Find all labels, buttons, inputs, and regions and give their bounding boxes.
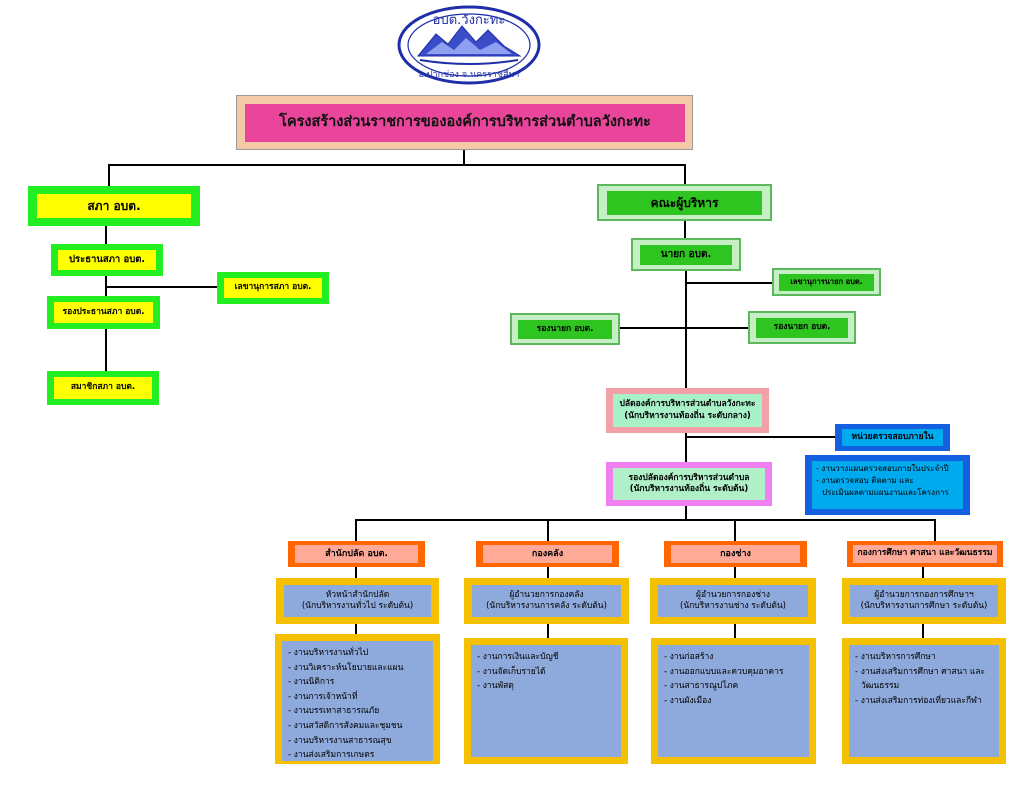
task-list: - งานก่อสร้าง - งานออกแบบและควบคุมอาคาร … — [658, 645, 809, 757]
task-item: - งานบรรเทาสาธารณภัย — [288, 706, 380, 717]
council-member: สมาชิกสภา อบต. — [54, 377, 152, 399]
council-vice-chair: รองประธานสภา อบต. — [54, 302, 153, 323]
division-head-rank: (นักบริหารงานการศึกษา ระดับต้น) — [860, 601, 988, 611]
page-title: โครงสร้างส่วนราชการขององค์การบริหารส่วนต… — [245, 104, 685, 142]
task-item: - งานก่อสร้าง — [664, 652, 714, 662]
task-item: - งานจัดเก็บรายได้ — [477, 666, 546, 677]
task-item: - งานบริหารงานสาธารณสุข — [288, 735, 392, 746]
division-name: กองช่าง — [671, 545, 800, 563]
division-name: กองคลัง — [483, 545, 612, 563]
task-item: - งานผังเมือง — [664, 695, 712, 706]
division-head: หัวหน้าสำนักปลัด (นักบริหารงานทั่วไป ระด… — [284, 585, 431, 617]
clerk-title: ปลัดองค์การบริหารส่วนตำบลวังกะทะ — [619, 399, 756, 410]
council-secretary: เลขานุการสภา อบต. — [224, 278, 322, 298]
task-list: - งานบริหารการศึกษา - งานส่งเสริมการศึกษ… — [849, 645, 999, 757]
division-head-title: ผู้อำนวยการกองคลัง — [509, 589, 584, 600]
deputy-clerk: รองปลัดองค์การบริหารส่วนตำบล (นักบริหารง… — [613, 468, 765, 500]
mayor: นายก อบต. — [640, 245, 732, 265]
deputy-mayor-right: รองนายก อบต. — [756, 318, 848, 338]
task-item: - งานบริหารการศึกษา — [855, 652, 936, 662]
task-item: - งานส่งเสริมการท่องเที่ยวและกีฬา — [855, 695, 982, 706]
division-head: ผู้อำนวยการกองช่าง (นักบริหารงานช่าง ระด… — [658, 585, 808, 617]
deputy-clerk-rank: (นักบริหารงานท้องถิ่น ระดับต้น) — [629, 484, 749, 494]
organization-logo: อบต.วังกะทะ อ.ปากช่อง จ.นครราชสีมา — [397, 5, 541, 85]
mayor-secretary: เลขานุการนายก อบต. — [779, 274, 874, 291]
division-head-rank: (นักบริหารงานทั่วไป ระดับต้น) — [301, 601, 414, 611]
division-head-title: หัวหน้าสำนักปลัด — [325, 589, 390, 600]
logo-top-text: อบต.วังกะทะ — [433, 13, 506, 28]
council-title: สภา อบต. — [37, 194, 191, 218]
task-item: - งานส่งเสริมการเกษตร — [288, 750, 375, 761]
executive-title: คณะผู้บริหาร — [607, 191, 762, 215]
task-item: วัฒนธรรม — [861, 681, 900, 692]
task-item: - งานสาธารณูปโภค — [664, 681, 739, 692]
division-head-rank: (นักบริหารงานช่าง ระดับต้น) — [680, 601, 786, 611]
division-name: กองการศึกษา ศาสนา และวัฒนธรรม — [853, 545, 997, 563]
division-name: สำนักปลัด อบต. — [295, 545, 418, 563]
deputy-clerk-title: รองปลัดองค์การบริหารส่วนตำบล — [628, 472, 750, 483]
task-list: - งานบริหารงานทั่วไป - งานวิเคราะห์นโยบา… — [282, 641, 433, 761]
division-head-rank: (นักบริหารงานการคลัง ระดับต้น) — [486, 601, 607, 611]
task-item: - งานวิเคราะห์นโยบายและแผน — [288, 662, 404, 673]
audit-list: - งานวางแผนตรวจสอบภายในประจำปี - งานตรวจ… — [812, 461, 963, 509]
division-head: ผู้อำนวยการกองคลัง (นักบริหารงานการคลัง … — [472, 585, 621, 617]
audit-title: หน่วยตรวจสอบภายใน — [842, 429, 943, 446]
task-item: - งานพัสดุ — [477, 681, 514, 692]
task-item: - งานการเงินและบัญชี — [477, 652, 559, 662]
logo-bottom-text: อ.ปากช่อง จ.นครราชสีมา — [419, 69, 520, 80]
task-item: - งานนิติการ — [288, 677, 335, 688]
division-head-title: ผู้อำนวยการกองการศึกษาฯ — [874, 589, 974, 600]
division-head: ผู้อำนวยการกองการศึกษาฯ (นักบริหารงานการ… — [850, 585, 998, 617]
clerk: ปลัดองค์การบริหารส่วนตำบลวังกะทะ (นักบริ… — [613, 394, 762, 427]
division-head-title: ผู้อำนวยการกองช่าง — [695, 589, 770, 600]
task-item: - งานออกแบบและควบคุมอาคาร — [664, 666, 784, 677]
council-chair: ประธานสภา อบต. — [58, 250, 156, 270]
audit-item: ประเมินผลตามแผนงานและโครงการ — [822, 488, 949, 497]
deputy-mayor-left: รองนายก อบต. — [518, 320, 612, 339]
task-list: - งานการเงินและบัญชี - งานจัดเก็บรายได้ … — [471, 645, 621, 757]
task-item: - งานส่งเสริมการศึกษา ศาสนา และ — [855, 666, 986, 677]
task-item: - งานบริหารงานทั่วไป — [288, 648, 369, 658]
clerk-rank: (นักบริหารงานท้องถิ่น ระดับกลาง) — [624, 410, 751, 421]
audit-item: - งานวางแผนตรวจสอบภายในประจำปี — [816, 464, 949, 473]
audit-item: - งานตรวจสอบ ติดตาม และ — [816, 476, 914, 485]
task-item: - งานการเจ้าหน้าที่ — [288, 691, 358, 702]
task-item: - งานสวัสดิการสังคมและชุมชน — [288, 721, 403, 732]
